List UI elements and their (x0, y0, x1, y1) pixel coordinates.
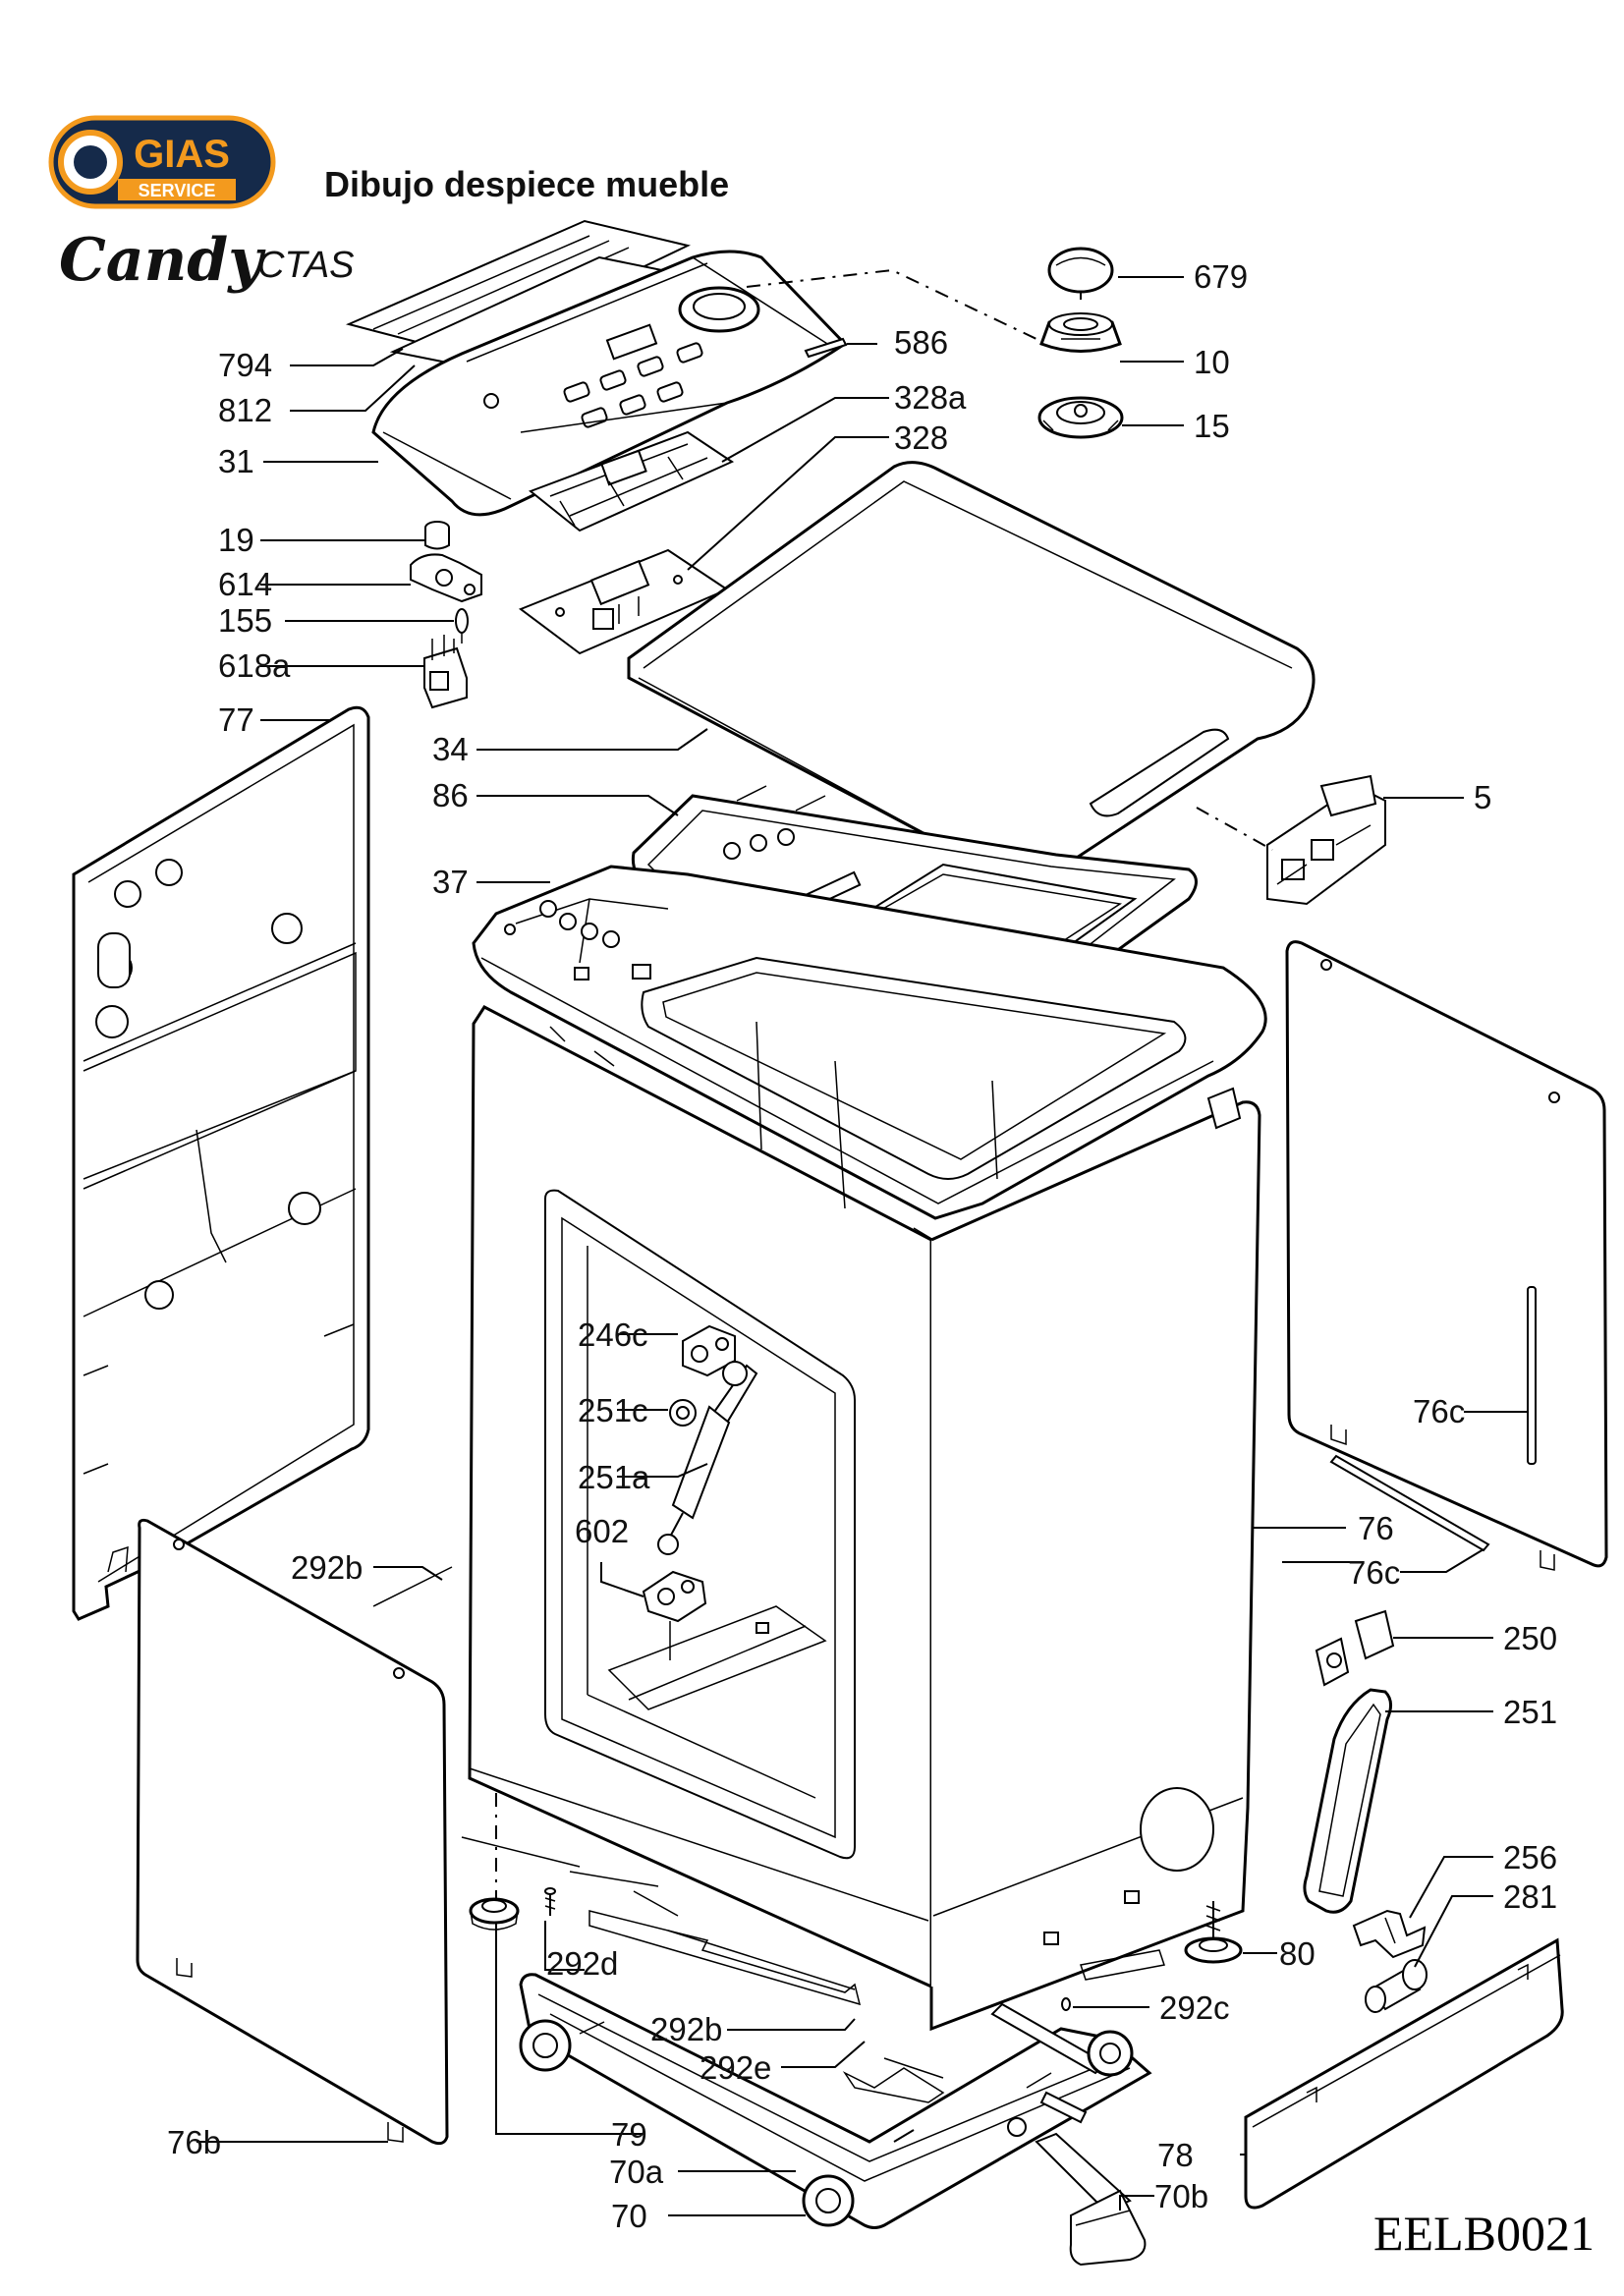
label-614: 614 (218, 566, 272, 602)
part-10-knob-ring (1039, 312, 1122, 353)
part-292b-base-plate (588, 1910, 862, 2006)
label-251a: 251a (578, 1459, 650, 1495)
label-618a: 618a (218, 647, 291, 684)
candy-brand-logo: Candy CTAS (59, 226, 355, 295)
part-80-leveling-foot (1184, 1901, 1243, 1964)
label-37: 37 (432, 864, 469, 900)
gias-service-logo: GIAS SERVICE (48, 115, 276, 209)
label-10: 10 (1194, 344, 1230, 380)
part-251-seal-ring (1303, 1688, 1392, 1914)
part-618a-switch (423, 635, 468, 709)
logo-text: GIAS (134, 133, 230, 176)
label-251c: 251c (578, 1392, 648, 1428)
part-251a-shock-absorber (657, 1361, 758, 1555)
part-328-pcb (518, 548, 730, 655)
label-250: 250 (1503, 1620, 1557, 1656)
label-812: 812 (218, 392, 272, 428)
label-328: 328 (894, 420, 948, 456)
label-70: 70 (611, 2198, 647, 2234)
label-19: 19 (218, 522, 254, 558)
part-292b-top-plate (372, 1566, 679, 1917)
part-70b-lever (1035, 2132, 1147, 2267)
part-19-button-cap (424, 521, 450, 550)
label-80: 80 (1279, 1935, 1316, 1972)
part-labels: 679 10 15 794 812 31 586 328a 328 19 614… (167, 258, 1557, 2234)
label-76b: 76b (167, 2124, 221, 2160)
logo-subtext: SERVICE (139, 181, 216, 200)
part-679-knob (1047, 247, 1114, 300)
label-292b-top: 292b (291, 1549, 363, 1586)
part-256-clamp (1352, 1909, 1427, 1959)
label-5: 5 (1474, 779, 1491, 815)
label-86: 86 (432, 777, 469, 813)
label-70a: 70a (609, 2154, 664, 2190)
part-37-top-cover (472, 865, 1267, 1220)
label-155: 155 (218, 602, 272, 639)
part-15-knob-base (1037, 396, 1124, 439)
part-292d-screw (544, 1887, 556, 1916)
guide-line-lock (1196, 807, 1273, 851)
part-5-door-lock (1266, 774, 1386, 906)
part-155-lamp (455, 608, 469, 644)
part-77-back-panel (72, 705, 370, 1621)
page-title: Dibujo despiece mueble (324, 164, 729, 204)
label-78: 78 (1157, 2137, 1194, 2173)
label-292e: 292e (700, 2049, 771, 2086)
part-250-filter-cap (1315, 1609, 1395, 1687)
part-31-control-panel (371, 250, 848, 517)
label-602: 602 (575, 1513, 629, 1549)
label-328a: 328a (894, 379, 967, 416)
label-256: 256 (1503, 1839, 1557, 1876)
label-76c-bottom: 76c (1348, 1554, 1400, 1591)
label-34: 34 (432, 731, 469, 767)
label-679: 679 (1194, 258, 1248, 295)
label-292b-base: 292b (650, 2011, 722, 2047)
part-328a-button-holder (529, 430, 735, 532)
part-79-foot (469, 1897, 520, 1931)
label-246c: 246c (578, 1316, 648, 1353)
label-31: 31 (218, 443, 254, 479)
label-15: 15 (1194, 408, 1230, 444)
label-79: 79 (611, 2116, 647, 2153)
label-76c-right: 76c (1413, 1393, 1465, 1429)
part-292e-base-plate (842, 1949, 1165, 2103)
part-602-bracket (642, 1570, 707, 1660)
label-76: 76 (1358, 1510, 1394, 1546)
label-292c: 292c (1159, 1989, 1230, 2026)
brand-name: Candy (59, 226, 266, 295)
part-76b-side-panel (136, 1518, 449, 2146)
leader-lines (196, 276, 1528, 2216)
part-614-bracket (410, 553, 482, 603)
part-76c-strip-vertical (1527, 1286, 1537, 1465)
label-794: 794 (218, 347, 272, 383)
part-246c-bracket (682, 1324, 736, 1377)
part-78-plinth (1244, 1937, 1564, 2210)
part-281-hinge-pin (1365, 1959, 1428, 2013)
part-76c-strip-bottom (1329, 1454, 1490, 1552)
part-292c-screw (1061, 1997, 1071, 2011)
part-586-clip (804, 337, 848, 359)
label-586: 586 (894, 324, 948, 361)
label-77: 77 (218, 701, 254, 738)
part-76c-side-panel (1285, 940, 1608, 1571)
model-name: CTAS (257, 245, 355, 286)
label-281: 281 (1503, 1878, 1557, 1915)
part-251c-washer (669, 1399, 697, 1427)
label-70b: 70b (1154, 2178, 1208, 2214)
part-70-wheel (519, 2019, 1134, 2227)
drawing-code: EELB0021 (1373, 2206, 1595, 2261)
label-292d: 292d (546, 1945, 618, 1982)
label-251: 251 (1503, 1694, 1557, 1730)
